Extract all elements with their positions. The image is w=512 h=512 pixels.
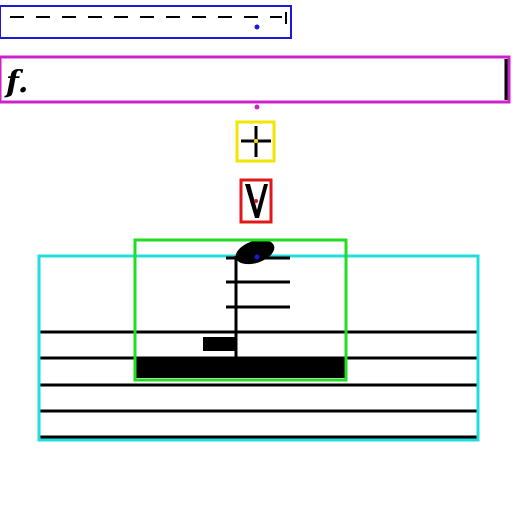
dynamic-marking-text: f. [4,65,28,100]
hairpin-center-marker [254,24,260,30]
staff-lines [40,330,477,439]
dashed-line-mark [10,12,287,24]
note-mark [136,239,345,378]
accent-mark [245,184,268,218]
accent-annotation-box [239,178,273,224]
plus-center-marker [254,139,258,143]
dynamic-annotation-box [0,55,511,104]
note-center-marker [254,254,260,260]
dynamic-center-marker [254,104,260,110]
plus-annotation-box [235,120,276,163]
accent-center-marker [254,199,258,203]
note-annotation-box [133,238,348,382]
hairpin-annotation-box [0,5,292,39]
